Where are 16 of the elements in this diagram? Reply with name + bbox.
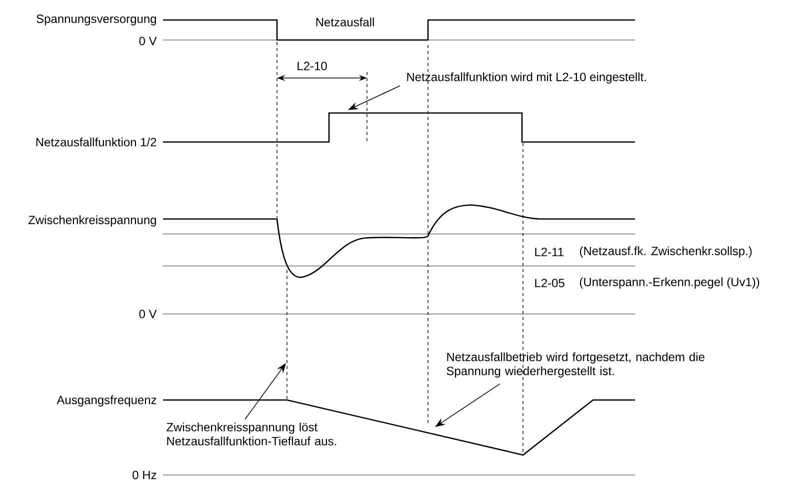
signal-label: Netzausfall [316,18,374,26]
callout-text: Zwischenkreisspannung löst Netzausfallfunktion-Tieflauf aus. [166,422,336,446]
signal-label: 0 V [139,310,157,318]
signal-label: (Netzausf.fk. Zwischenkr.sollsp.) [580,246,752,258]
signal-label: (Unterspann.-Erkenn.pegel (Uv1)) [580,277,760,289]
signal-label: 0 Hz [132,470,156,480]
signal-label: Spannungsversorgung [36,14,156,26]
callout-text: Netzausfallfunktion wird mit L2-10 eingestellt. [407,72,646,84]
signal-label: L2-05 [535,278,564,288]
signal-label: L2-10 [298,62,327,70]
signal-label: Zwischenkreisspannung [28,215,156,227]
signal-label: Netzausfallfunktion 1/2 [36,138,156,146]
signal-label: L2-11 [535,248,564,256]
signal-label: Ausgangsfrequenz [56,395,156,407]
signal-label: 0 V [139,36,157,46]
callout-text: Netzausfallbetrieb wird fortgesetzt, nachdem die Spannung wiederhergestellt ist. [446,352,704,378]
